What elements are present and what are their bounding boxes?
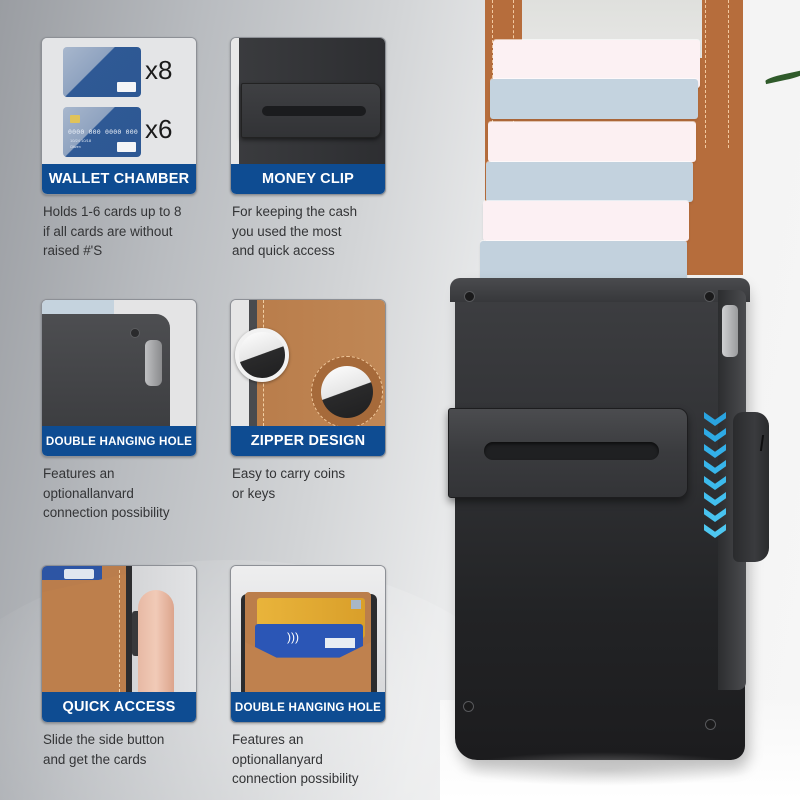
- feature-panel-money-clip: MONEY CLIP For keeping the cash you used…: [230, 37, 386, 261]
- screw-icon: [705, 719, 716, 730]
- plain-card-icon: [63, 47, 141, 97]
- feature-image-frame: ZIPPER DESIGN: [230, 299, 386, 457]
- chip-icon: [70, 115, 80, 123]
- stack-card-pink: [483, 201, 689, 241]
- card-count-embossed: x6: [145, 114, 173, 144]
- wallet-chamber-illustration: x8 0000 000 0000 000 10/24 10/18 Citizen…: [42, 38, 196, 164]
- stack-card-blue: [486, 162, 693, 202]
- feature-panel-zipper-design: ZIPPER DESIGN Easy to carry coins or key…: [230, 299, 386, 503]
- quick-access-photo: [42, 566, 196, 692]
- screw-icon: [130, 328, 140, 338]
- contactless-icon: ))): [287, 630, 299, 644]
- feature-image-frame: ))) DOUBLE HANGING HOLE: [230, 565, 386, 723]
- wallet-shadow: [455, 752, 755, 786]
- embossed-card-icon: 0000 000 0000 000 10/24 10/18 Citizen: [63, 107, 141, 157]
- feature-description: For keeping the cash you used the most a…: [232, 204, 358, 258]
- feature-title: MONEY CLIP: [231, 164, 385, 194]
- feature-panel-wallet-chamber: x8 0000 000 0000 000 10/24 10/18 Citizen…: [41, 37, 197, 261]
- feature-title: DOUBLE HANGING HOLE: [231, 692, 385, 722]
- screw-icon: [464, 291, 475, 302]
- feature-description: Features an optionallanyard connection p…: [232, 732, 359, 786]
- wallet-top-bar: [450, 278, 750, 302]
- feature-title: WALLET CHAMBER: [42, 164, 196, 194]
- feature-panel-double-hanging-hole-2: ))) DOUBLE HANGING HOLE Features an opti…: [230, 565, 386, 789]
- feature-image-frame: x8 0000 000 0000 000 10/24 10/18 Citizen…: [41, 37, 197, 195]
- tracker-tag-icon: [321, 366, 373, 418]
- finger: [138, 590, 174, 692]
- hanging-hole: [145, 340, 162, 386]
- hanging-hole: [722, 305, 738, 357]
- plant-leaf: [764, 69, 800, 85]
- feature-panel-quick-access: QUICK ACCESS Slide the side button and g…: [41, 565, 197, 769]
- screw-icon: [704, 291, 715, 302]
- feature-description: Easy to carry coins or keys: [232, 466, 346, 501]
- wallet-body: [455, 278, 745, 760]
- feature-title: DOUBLE HANGING HOLE: [42, 426, 196, 456]
- tracker-tag-icon: [235, 328, 289, 382]
- feature-panel-double-hanging-hole: DOUBLE HANGING HOLE Features an optional…: [41, 299, 197, 523]
- feature-image-frame: MONEY CLIP: [230, 37, 386, 195]
- money-clip-slot: [484, 442, 659, 460]
- feature-title: ZIPPER DESIGN: [231, 426, 385, 456]
- card-pocket-photo: ))): [231, 566, 385, 692]
- card-count-plain: x8: [145, 55, 173, 85]
- screw-icon: [463, 701, 474, 712]
- stack-card-blue: [490, 79, 698, 119]
- feature-image-frame: QUICK ACCESS: [41, 565, 197, 723]
- slide-direction-chevrons-icon: [704, 412, 730, 538]
- feature-title: QUICK ACCESS: [42, 692, 196, 722]
- stack-card-pink: [488, 122, 696, 162]
- hanging-hole-photo: [42, 300, 196, 426]
- feature-image-frame: DOUBLE HANGING HOLE: [41, 299, 197, 457]
- money-clip-photo: [231, 38, 385, 164]
- feature-description: Features an optionallanvard connection p…: [43, 466, 170, 520]
- zipper-design-photo: [231, 300, 385, 426]
- feature-description: Holds 1-6 cards up to 8 if all cards are…: [43, 204, 182, 258]
- feature-description: Slide the side button and get the cards: [43, 732, 165, 767]
- stack-card-blue: [480, 241, 687, 283]
- money-clip: [241, 83, 381, 138]
